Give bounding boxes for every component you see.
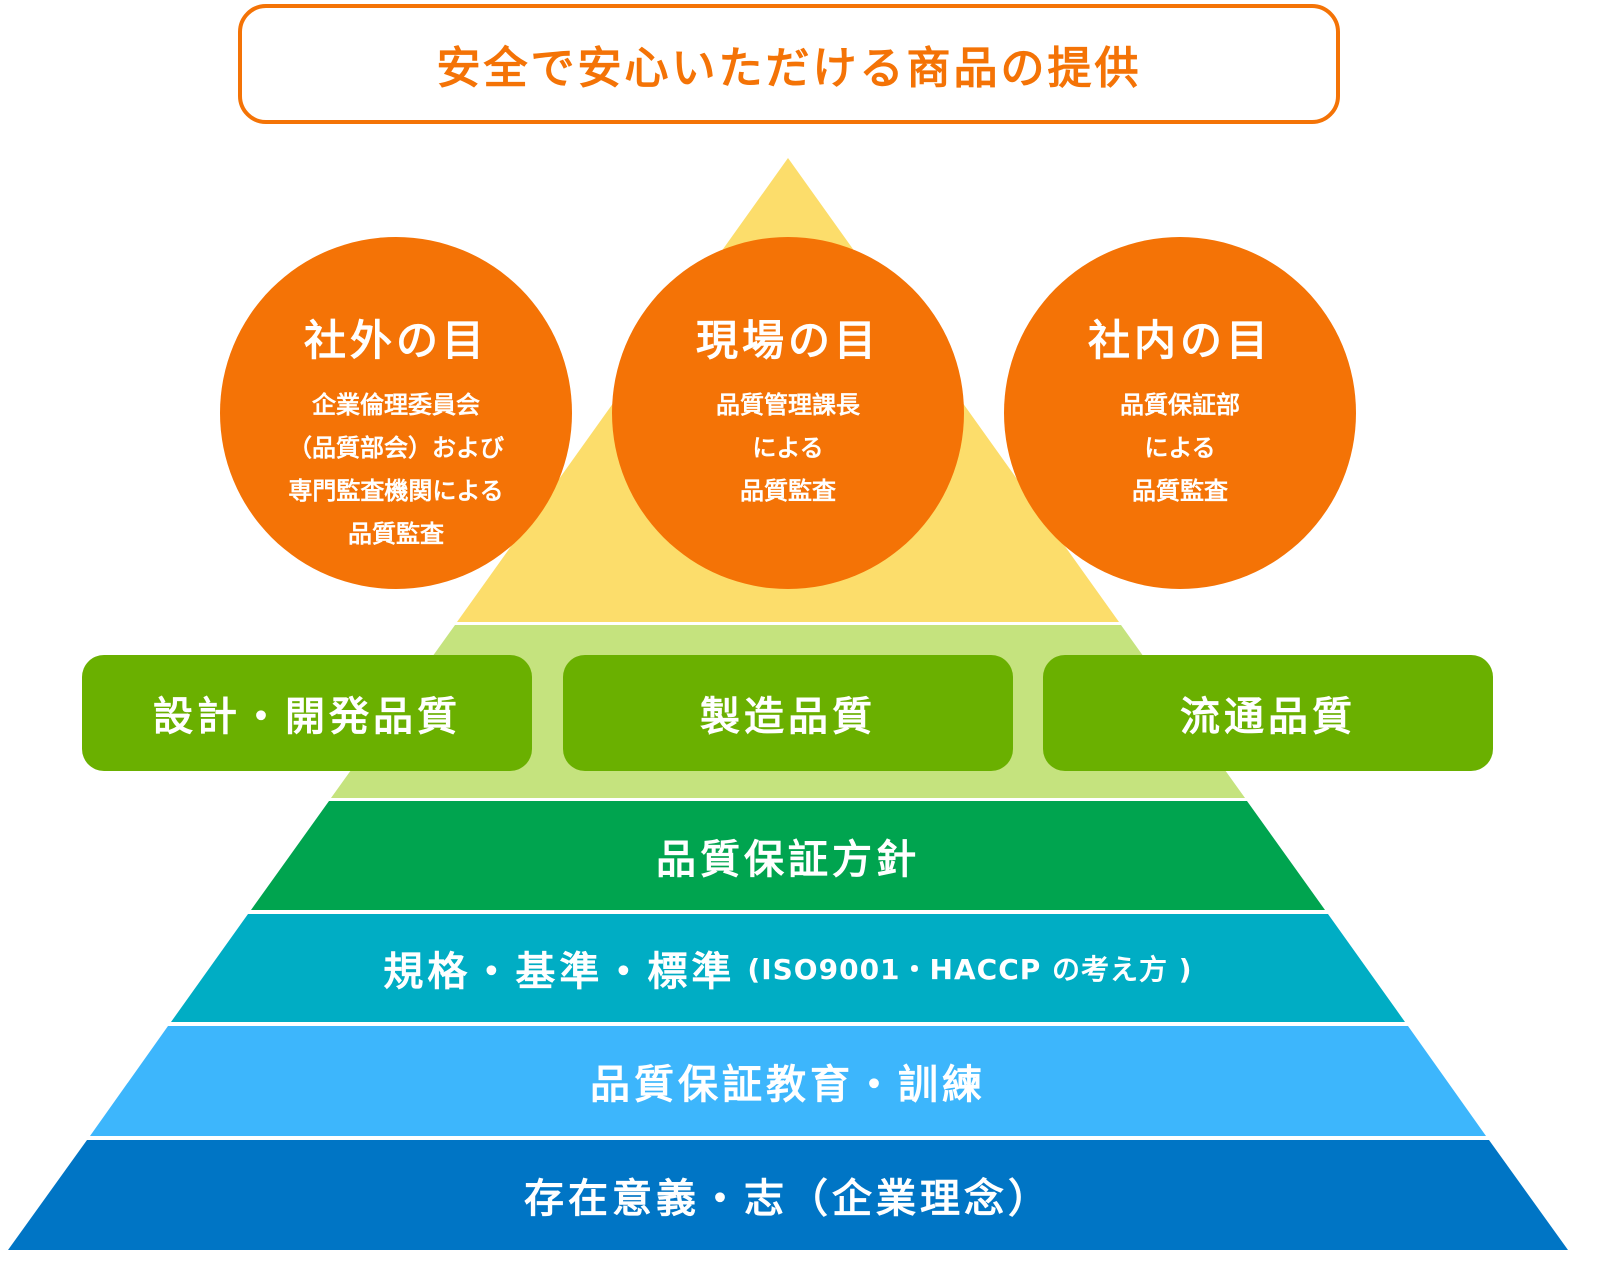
internal-eye-circle: 社内の目 品質保証部 による 品質監査: [1004, 237, 1356, 589]
circle-detail: 企業倫理委員会 （品質部会）および 専門監査機関による 品質監査: [288, 391, 504, 548]
policy-layer-label: 品質保証方針: [0, 801, 1576, 910]
circle-detail: 品質保証部 による 品質監査: [1120, 391, 1240, 505]
layer-label: 品質保証教育・訓練: [590, 1062, 986, 1108]
pyramid-philosophy-layer: [8, 1140, 1568, 1250]
philosophy-layer-label: 存在意義・志（企業理念）: [0, 1140, 1576, 1250]
layer-label: 存在意義・志（企業理念）: [524, 1176, 1052, 1222]
circle-heading: 現場の目: [695, 316, 880, 365]
circle-heading: 社内の目: [1087, 316, 1272, 365]
external-eye-circle: 社外の目 企業倫理委員会 （品質部会）および 専門監査機関による 品質監査: [220, 237, 572, 589]
goal-title: 安全で安心いただける商品の提供: [238, 4, 1340, 124]
standards-layer-label: 規格・基準・標準 (ISO9001・HACCP の考え方 ): [0, 914, 1576, 1022]
pyramid-education-layer: [90, 1026, 1486, 1136]
layer-label: 品質保証方針: [656, 836, 920, 883]
layer-note: (ISO9001・HACCP の考え方 ): [747, 953, 1193, 986]
circle-heading: 社外の目: [303, 316, 488, 365]
distribution-quality-box: 流通品質: [1043, 655, 1493, 771]
layer-label: 規格・基準・標準: [383, 949, 736, 995]
design-quality-box: 設計・開発品質: [82, 655, 532, 771]
manufacturing-quality-box: 製造品質: [563, 655, 1013, 771]
circle-detail: 品質管理課長 による 品質監査: [716, 391, 860, 505]
education-layer-label: 品質保証教育・訓練: [0, 1026, 1576, 1136]
field-eye-circle: 現場の目 品質管理課長 による 品質監査: [612, 237, 964, 589]
pyramid-policy-layer: [251, 801, 1325, 910]
pyramid-standards-layer: [171, 914, 1405, 1022]
